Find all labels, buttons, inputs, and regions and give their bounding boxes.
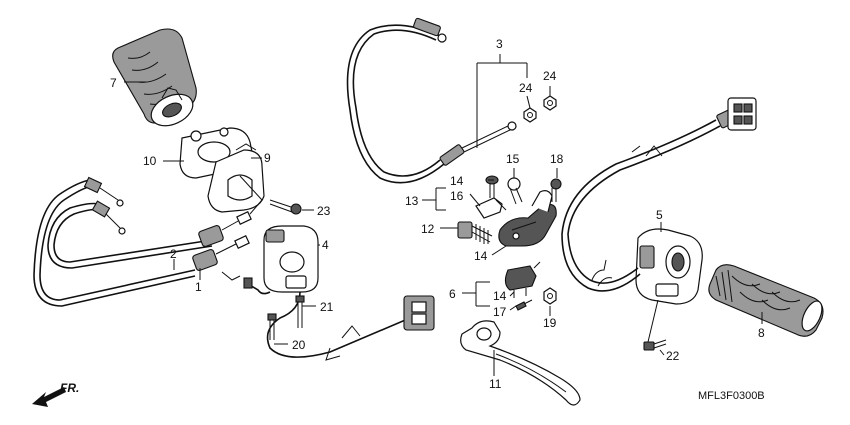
callout-21: 21 (320, 300, 334, 314)
left-grip (708, 264, 824, 337)
callout-17: 17 (493, 305, 507, 319)
adjuster-12 (457, 221, 493, 244)
callout-24a: 24 (519, 81, 533, 95)
callout-15: 15 (506, 152, 520, 166)
switch-16 (475, 197, 507, 219)
diagram-code: MFL3F0300B (698, 390, 765, 402)
throttle-grip (112, 28, 197, 127)
callout-labels: 7 10 9 23 2 1 4 21 20 3 24 24 13 14 16 1… (110, 37, 765, 391)
callout-14c: 14 (493, 289, 507, 303)
screw-20 (267, 313, 277, 340)
nut-24a (523, 107, 537, 123)
nut-24b (543, 95, 557, 111)
clutch-switch (504, 261, 541, 298)
throttle-housing-lower (207, 143, 265, 213)
callout-14a: 14 (450, 174, 464, 188)
callout-7: 7 (110, 76, 117, 90)
callout-19: 19 (543, 316, 557, 330)
callout-11: 11 (489, 377, 502, 391)
switch-housing-right (243, 225, 435, 361)
callout-14b: 14 (474, 249, 488, 263)
callout-23: 23 (317, 204, 331, 218)
callout-2: 2 (170, 247, 177, 261)
callout-1: 1 (195, 280, 202, 294)
callout-22: 22 (666, 349, 680, 363)
bolt-14a (485, 175, 499, 198)
callout-24b: 24 (543, 69, 557, 83)
nut-19 (543, 287, 557, 305)
clutch-lever-bracket (498, 190, 557, 247)
callout-13: 13 (405, 194, 419, 208)
callout-20: 20 (292, 338, 306, 352)
callout-5: 5 (656, 208, 663, 222)
callout-12: 12 (421, 222, 435, 236)
callout-10: 10 (143, 154, 157, 168)
throttle-cables (33, 176, 252, 307)
bolt-18 (550, 178, 562, 202)
callout-3: 3 (496, 37, 503, 51)
callout-8: 8 (758, 326, 765, 340)
leader-lines (124, 54, 763, 376)
screw-21 (295, 295, 305, 328)
left-switch-harness (561, 97, 757, 292)
bolt-15 (507, 177, 523, 205)
callout-6: 6 (449, 287, 456, 301)
direction-label: FR. (60, 381, 79, 395)
clutch-cable (346, 17, 517, 184)
clutch-lever (460, 320, 581, 406)
screw-22 (643, 299, 667, 351)
callout-9: 9 (264, 151, 271, 165)
callout-4: 4 (322, 238, 329, 252)
switch-housing-left (635, 228, 703, 305)
screw-23 (269, 199, 302, 215)
screw-17 (515, 299, 533, 311)
callout-16: 16 (450, 189, 464, 203)
callout-18: 18 (550, 152, 564, 166)
front-direction-arrow-icon (32, 387, 66, 407)
